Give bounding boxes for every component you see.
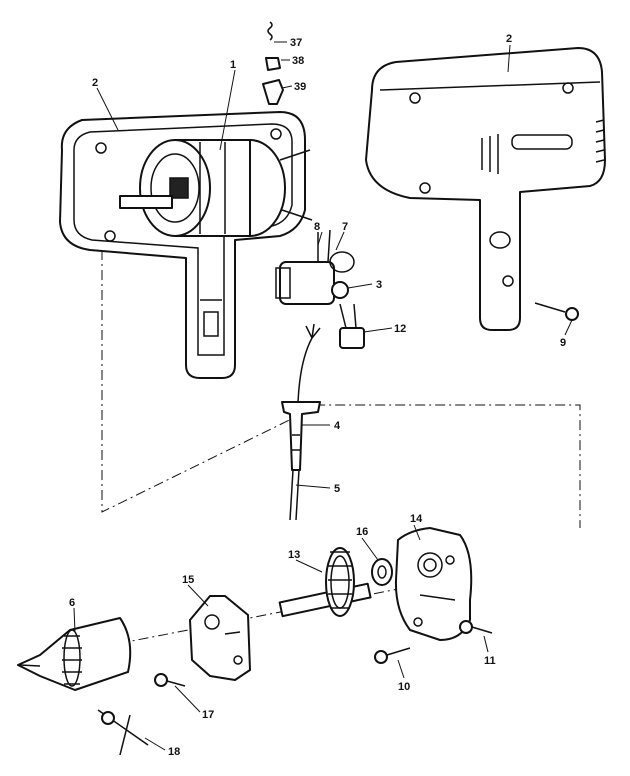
- chuck-key: [97, 709, 149, 756]
- callout-16: 16: [356, 526, 368, 538]
- callout-1: 1: [230, 59, 236, 71]
- callout-39: 39: [294, 81, 306, 93]
- bearing-retainer: [189, 595, 251, 681]
- callout-11: 11: [484, 655, 496, 667]
- callout-2-right: 2: [506, 33, 512, 45]
- callout-12: 12: [394, 323, 406, 335]
- callout-7: 7: [342, 221, 348, 233]
- callout-2-left: 2: [92, 77, 98, 89]
- drill-chuck: [17, 617, 132, 691]
- gear-case-screw-lower: [374, 647, 411, 664]
- callout-4: 4: [334, 420, 341, 432]
- callout-18: 18: [168, 746, 180, 758]
- motor-armature: [119, 139, 313, 237]
- callout-8: 8: [314, 221, 320, 233]
- brush-holder: [262, 79, 284, 105]
- callout-17: 17: [202, 709, 214, 721]
- trigger-switch: [275, 229, 355, 305]
- callout-14: 14: [410, 513, 423, 525]
- gear-case-screw-upper: [459, 620, 493, 634]
- gear-case: [394, 527, 473, 641]
- callout-13: 13: [288, 549, 300, 561]
- right-housing-half: [365, 47, 606, 331]
- retainer-screw: [154, 673, 186, 687]
- callout-10: 10: [398, 681, 410, 693]
- suppressor: [339, 303, 365, 349]
- carbon-brush: [265, 57, 281, 71]
- callout-labels: 1 2 2 37 38 39 8 7 3 12 9 4 5 14 16 13 1…: [69, 33, 566, 758]
- spindle: [278, 547, 372, 618]
- brush-spring: [267, 21, 273, 41]
- power-cord: [289, 323, 321, 521]
- handle-screw: [534, 302, 579, 321]
- callout-38: 38: [292, 55, 304, 67]
- callout-37: 37: [290, 37, 302, 49]
- callout-6: 6: [69, 597, 75, 609]
- cord-protector: [281, 401, 321, 471]
- callout-15: 15: [182, 574, 194, 586]
- callout-9: 9: [560, 337, 566, 349]
- washer: [371, 558, 393, 586]
- callout-3: 3: [376, 279, 382, 291]
- callout-5: 5: [334, 483, 340, 495]
- callout-leaders: [73, 41, 573, 751]
